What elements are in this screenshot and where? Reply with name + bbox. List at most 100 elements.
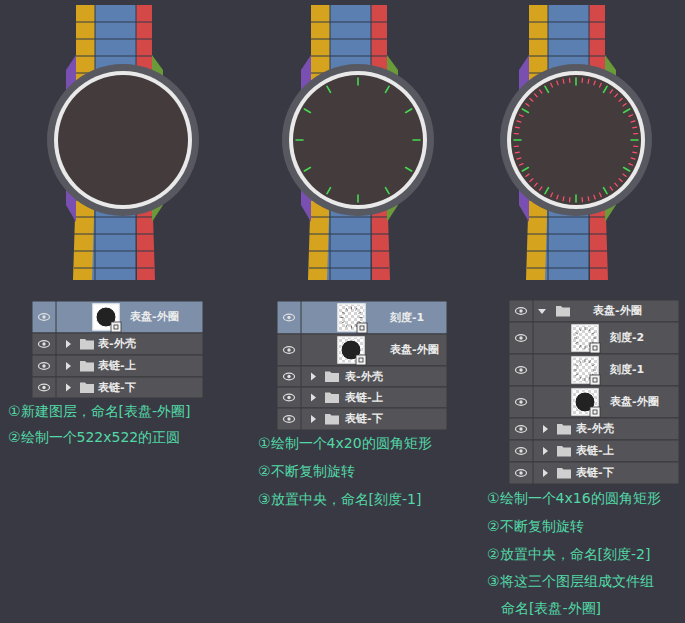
folder-row: 表-外壳 [277,366,447,387]
expand-arrow [543,469,548,477]
eye-column-divider [301,334,302,366]
thumbnail-tick [585,378,586,381]
layers-panel [32,300,679,484]
shape-layer-badge [590,343,600,353]
folder-icon [325,414,339,425]
thumbnail-tick [351,307,352,310]
strap-link [527,268,607,269]
layer-row: 刻度-2 [509,322,679,354]
thumbnail-tick [592,333,595,335]
instruction-step: ①绘制一个4x16的圆角矩形 [487,485,661,512]
layer-name: 刻度-1 [390,311,424,324]
shape-layer-badge-mark [593,378,597,382]
shape-layer-badge-mark [359,358,363,362]
minute-tick [629,115,633,117]
eye-column-divider [301,301,302,334]
thumbnail-tick [360,317,363,318]
eye-icon [516,335,527,342]
strap-link [529,22,605,23]
strap-link [76,22,152,23]
eye-pupil [519,471,522,474]
thumbnail-tick [580,377,582,380]
minute-tick [514,133,518,135]
minute-tick [634,133,638,135]
folder-icon [557,424,571,435]
strap-link [529,39,605,40]
eye-column-divider [533,300,534,322]
expand-arrow [311,394,316,402]
instruction-step: ②不断复制旋转 [258,458,355,485]
eye-pupil [287,316,290,319]
hour-tick [575,195,577,202]
thumbnail-tick [342,322,345,324]
row-background [509,354,679,386]
minute-tick [557,195,558,199]
layer-name: 表链-下 [345,412,383,425]
eye-column-divider [301,387,302,408]
folder-row: 表链-下 [509,462,679,484]
eye-pupil [519,309,522,312]
minute-tick [615,183,618,186]
thumbnail-tick [575,333,578,335]
row-background [32,377,203,398]
eye-column-divider [301,366,302,387]
watch-illustration [47,5,199,280]
eye-pupil [287,396,290,399]
thumbnail-tick [351,326,352,329]
minute-tick [526,104,529,106]
layer-name: 刻度-1 [610,363,644,376]
hour-tick [386,86,390,92]
minute-tick [540,187,542,190]
eye-icon [516,367,527,374]
layer-name: 表链-上 [98,359,136,372]
minute-tick [634,145,638,147]
eye-pupil [42,364,45,367]
thumbnail-tick [346,308,348,311]
eye-icon [284,314,295,321]
eye-icon [39,314,50,321]
layer-name: 表盘-外圈 [610,395,659,408]
folder-row: 表链-下 [277,408,447,430]
minute-tick [557,81,558,85]
minute-tick [631,158,635,159]
eye-column-divider [533,440,534,462]
minute-tick [633,127,637,129]
minute-tick [519,164,523,166]
hour-tick [575,78,577,85]
strap-link [309,234,389,235]
hour-tick [304,168,310,172]
row-background [509,440,679,462]
minute-tick [600,193,602,197]
minute-tick [615,94,618,97]
instruction-step: ②放置中央，命名[刻度-2] [487,541,650,568]
thumbnail-tick [342,312,345,314]
hour-tick [604,188,608,194]
thumbnail-tick [575,342,578,344]
thumbnail-tick [358,312,361,314]
minute-tick [623,104,626,106]
eye-pupil [519,427,522,430]
thumbnail-tick [580,345,582,348]
thumbnail-tick [589,328,591,331]
hour-tick [514,139,521,141]
strap-link [311,56,387,57]
minute-tick [600,83,602,87]
eye-icon [284,373,295,380]
eye-icon [516,399,527,406]
folder-row: 表链-上 [277,387,447,408]
eye-icon [284,394,295,401]
strap-link [311,22,387,23]
strap-link [309,268,389,269]
dial-ring [289,71,427,209]
layer-row: 刻度-1 [277,301,447,334]
hour-tick [357,195,359,202]
folder-row: 表-外壳 [32,333,203,355]
layer-name: 表链-上 [345,391,383,404]
expand-arrow [311,415,316,423]
minute-tick [517,121,521,122]
folder-icon [80,383,94,394]
eye-column-divider [533,354,534,386]
dial-face [293,75,423,205]
eye-pupil [42,386,45,389]
